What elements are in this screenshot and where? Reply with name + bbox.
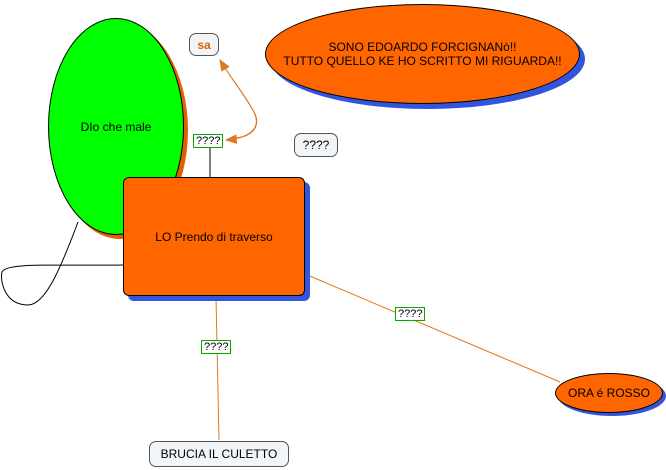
arrow-to-label <box>224 111 257 144</box>
question-text: ???? <box>302 138 330 152</box>
sa-node[interactable]: sa <box>189 33 219 56</box>
green-ellipse-text: DIo che male <box>80 119 152 134</box>
link-label-right[interactable]: ???? <box>395 307 426 321</box>
main-rect-node[interactable]: LO Prendo di traverso <box>123 177 305 296</box>
arrow-to-sa <box>219 58 258 139</box>
question-node[interactable]: ???? <box>294 133 338 157</box>
link-label-top[interactable]: ???? <box>193 134 224 148</box>
main-rect-text: LO Prendo di traverso <box>155 229 273 244</box>
rect-to-rosso-line <box>304 273 561 383</box>
rosso-ellipse-node[interactable]: ORA é ROSSO <box>555 373 663 413</box>
title-ellipse-node[interactable]: SONO EDOARDO FORCIGNANò!! TUTTO QUELLO K… <box>265 4 580 104</box>
rosso-text: ORA é ROSSO <box>567 386 651 400</box>
brucia-node[interactable]: BRUCIA IL CULETTO <box>149 441 289 467</box>
sa-text: sa <box>197 37 211 52</box>
scribble-line <box>1 221 124 306</box>
title-ellipse-text: SONO EDOARDO FORCIGNANò!! TUTTO QUELLO K… <box>283 40 562 68</box>
rect-to-brucia-line <box>215 296 220 441</box>
brucia-text: BRUCIA IL CULETTO <box>160 447 278 461</box>
link-label-bottom[interactable]: ???? <box>201 340 232 354</box>
